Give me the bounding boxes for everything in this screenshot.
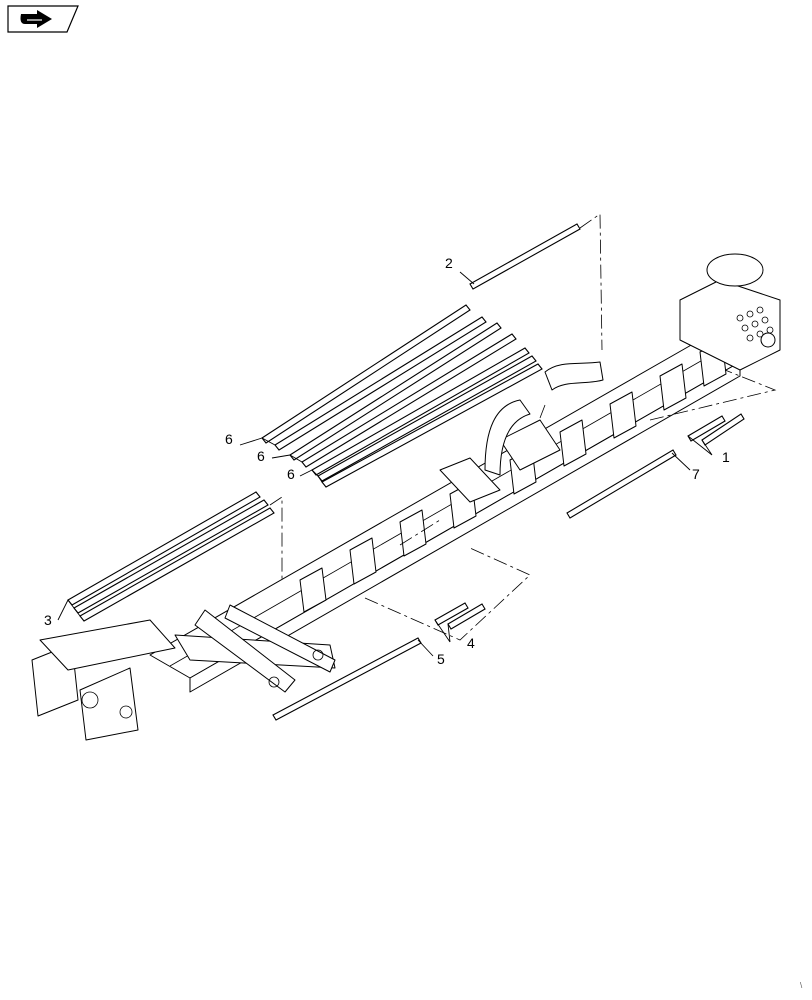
beam-brackets — [299, 339, 727, 613]
callout-3: 3 — [44, 612, 52, 628]
callout-6-c: 6 — [287, 466, 295, 482]
assembly-centerlines — [269, 213, 777, 641]
callout-5: 5 — [437, 651, 445, 667]
rods-6-set-c — [311, 347, 543, 488]
rods-3-set — [67, 491, 275, 622]
next-page-arrow-icon — [20, 10, 52, 28]
pins-1 — [687, 413, 745, 446]
callout-6-a: 6 — [225, 431, 233, 447]
callout-1: 1 — [722, 449, 730, 465]
callout-7: 7 — [692, 466, 700, 482]
rods-6-set-a — [261, 304, 487, 451]
callout-6-b: 6 — [257, 448, 265, 464]
corner-mark: \ — [800, 981, 803, 990]
nav-icon-button[interactable] — [7, 5, 79, 33]
rods-6-set-b — [289, 322, 517, 468]
pins-4 — [434, 602, 486, 630]
callout-4: 4 — [467, 635, 475, 651]
perforated-shield — [736, 306, 774, 342]
callout-2: 2 — [445, 255, 453, 271]
rod-7 — [566, 449, 677, 519]
rod-2 — [469, 223, 581, 290]
leader-lines — [57, 271, 713, 657]
frame-assembly — [31, 253, 781, 741]
